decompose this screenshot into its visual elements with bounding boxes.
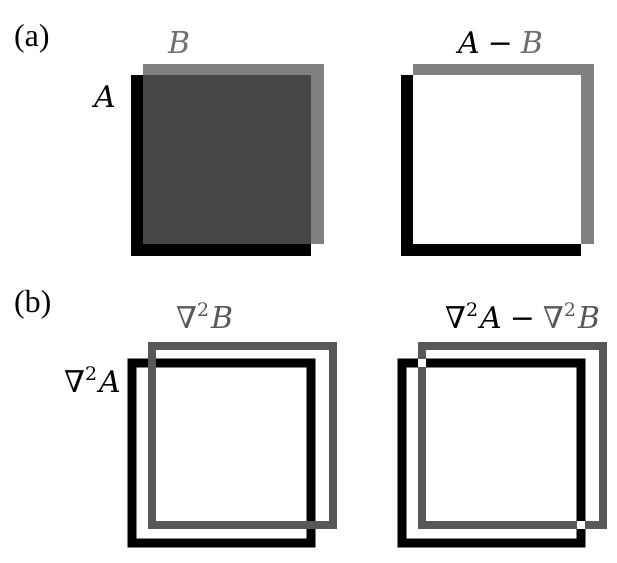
cancel-crossing-top-left [418, 359, 426, 367]
laplacian-b-outline [148, 342, 337, 529]
diff-left-strip [401, 75, 413, 256]
panel-a-label: (a) [14, 17, 50, 53]
label-a: A [91, 80, 116, 115]
diff-bottom-strip [401, 244, 581, 256]
cancel-crossing-bottom-right [577, 521, 585, 529]
laplacian-a-outline [127, 358, 316, 548]
diff-right-strip [581, 64, 594, 244]
diff-laplacian-a-outline [397, 358, 586, 548]
label-laplacian-a-minus-b: ∇2A−∇2B [445, 299, 600, 336]
label-laplacian-b: ∇2B [176, 299, 233, 336]
panel-a-difference-diagram [401, 64, 594, 256]
panel-a-overlap-diagram [131, 64, 324, 256]
label-a-minus-b: A−B [455, 26, 543, 61]
label-b: B [167, 26, 190, 61]
panel-b-label: (b) [14, 283, 51, 319]
diff-laplacian-b-outline [418, 342, 607, 529]
overlap-region [143, 75, 311, 244]
panel-b-difference-diagram [397, 342, 607, 548]
panel-b-laplacian-diagram [127, 342, 337, 548]
label-laplacian-a: ∇2A [64, 363, 121, 400]
diff-top-strip [413, 64, 594, 75]
